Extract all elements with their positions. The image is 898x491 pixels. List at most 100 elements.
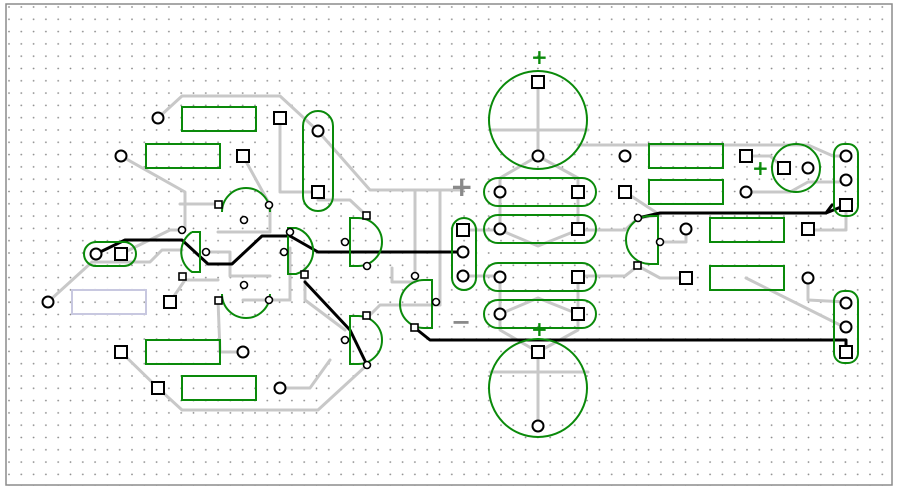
pad-small-round	[431, 297, 441, 307]
electrolytic-capacitor-outline	[488, 338, 588, 438]
transistor-outline	[349, 217, 383, 267]
pad-small-round	[264, 295, 274, 305]
pad-round	[456, 269, 470, 283]
pad-square	[839, 345, 853, 359]
pad-small-square	[410, 323, 419, 332]
pad-small-square	[633, 261, 642, 270]
pad-small-round	[239, 280, 249, 290]
power-resistor-outline	[483, 214, 597, 244]
pad-square	[777, 161, 791, 175]
pad-small-square	[214, 296, 223, 305]
input-plus-label: +	[450, 170, 473, 203]
pad-round	[493, 222, 507, 236]
pad-round	[618, 149, 632, 163]
pad-square	[114, 345, 128, 359]
pad-small-square	[362, 211, 371, 220]
pad-round	[236, 345, 250, 359]
pad-small-square	[362, 311, 371, 320]
pad-round	[493, 307, 507, 321]
grid-dots	[6, 4, 893, 486]
cap-top-plus-label: +	[531, 45, 548, 69]
input-minus-label: −	[451, 308, 471, 336]
pad-small-round	[410, 271, 420, 281]
pad-square	[571, 307, 585, 321]
pad-small-round	[239, 215, 249, 225]
pad-round	[839, 149, 853, 163]
pad-round	[801, 161, 815, 175]
input-connector-outline	[83, 241, 137, 267]
pad-square	[571, 185, 585, 199]
resistor-outline	[648, 143, 724, 169]
pad-round	[839, 296, 853, 310]
silkscreen-layer	[71, 70, 859, 438]
pad-round	[273, 381, 287, 395]
pad-small-round	[655, 237, 665, 247]
pad-small-round	[279, 247, 289, 257]
resistor-outline	[145, 143, 221, 169]
power-resistor-outline	[483, 299, 597, 329]
pad-round	[679, 222, 693, 236]
pad-small-round	[285, 227, 295, 237]
pad-small-round	[362, 261, 372, 271]
pad-square	[151, 381, 165, 395]
middle-connector-outline	[451, 217, 477, 291]
pad-small-round	[201, 247, 211, 257]
resistor-outline	[181, 375, 257, 401]
resistor-outline	[709, 217, 785, 243]
power-resistor-outline	[483, 262, 597, 292]
pad-square	[163, 295, 177, 309]
pad-round	[311, 124, 325, 138]
pad-small-round	[633, 213, 643, 223]
pad-round	[531, 419, 545, 433]
pad-square	[456, 223, 470, 237]
pad-small-square	[214, 200, 223, 209]
pad-square	[839, 198, 853, 212]
pad-round	[801, 271, 815, 285]
small-capacitor-outline	[771, 143, 821, 193]
pad-square	[114, 247, 128, 261]
pad-square	[531, 345, 545, 359]
cap-bottom-plus-label: +	[531, 317, 548, 341]
pad-round	[839, 173, 853, 187]
pad-small-round	[177, 225, 187, 235]
pad-small-round	[264, 200, 274, 210]
electrolytic-capacitor-outline	[488, 70, 588, 170]
resistor-outline	[181, 106, 257, 132]
transistor-outline	[399, 279, 433, 329]
pads-layer	[41, 75, 853, 433]
pad-round	[456, 245, 470, 259]
pad-square	[571, 222, 585, 236]
pad-small-round	[340, 335, 350, 345]
pad-round	[493, 270, 507, 284]
transistor-outline	[180, 231, 201, 273]
pad-small-square	[300, 270, 309, 279]
pad-small-square	[178, 272, 187, 281]
power-resistor-outline	[483, 177, 597, 207]
output-connector-outline	[833, 290, 859, 364]
pad-square	[679, 271, 693, 285]
pad-round	[151, 111, 165, 125]
pad-square	[236, 149, 250, 163]
pad-square	[801, 222, 815, 236]
resistor-outline-unpopulated	[71, 289, 147, 315]
resistor-outline	[648, 179, 724, 205]
capacitor-outline	[302, 110, 334, 212]
resistor-outline	[709, 265, 785, 291]
pad-round	[839, 320, 853, 334]
pad-square	[531, 75, 545, 89]
board-outline	[5, 3, 893, 486]
pad-round	[493, 185, 507, 199]
pad-round	[531, 149, 545, 163]
small-cap-plus-label: +	[752, 156, 769, 180]
pad-square	[311, 185, 325, 199]
pad-round	[114, 149, 128, 163]
transistor-outline	[287, 227, 315, 275]
pad-round	[41, 295, 55, 309]
pad-small-round	[340, 237, 350, 247]
pad-square	[273, 111, 287, 125]
pad-round	[89, 247, 103, 261]
polarity-markings: + + + − +	[450, 45, 769, 341]
pad-square	[571, 270, 585, 284]
pad-square	[739, 149, 753, 163]
